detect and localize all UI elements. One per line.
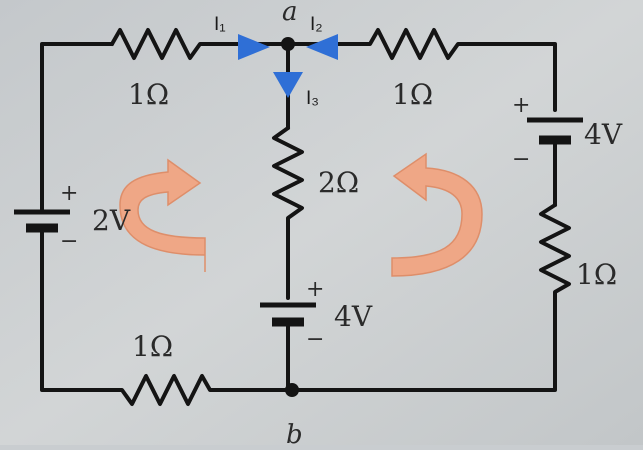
minus-middle: − bbox=[306, 327, 324, 352]
label-v-left: 2V bbox=[92, 204, 131, 237]
node-b-dot bbox=[285, 383, 299, 397]
left-loop-arrow bbox=[119, 158, 206, 272]
node-a-dot bbox=[281, 37, 295, 51]
label-r-bottom-left: 1Ω bbox=[132, 330, 173, 363]
plus-right: + bbox=[512, 93, 530, 118]
resistor-bottom-left bbox=[40, 316, 294, 406]
minus-right: − bbox=[512, 147, 530, 172]
label-r-top-right: 1Ω bbox=[392, 78, 433, 111]
current-arrow-i2 bbox=[306, 34, 338, 60]
plus-left: + bbox=[60, 181, 78, 206]
label-v-middle: 4V bbox=[334, 300, 373, 333]
wire-left-top bbox=[40, 42, 114, 320]
node-b-label: b bbox=[286, 420, 303, 445]
current-label-i3: I₃ bbox=[306, 88, 319, 109]
right-loop-arrow bbox=[391, 152, 483, 277]
label-r-top-left: 1Ω bbox=[128, 78, 169, 111]
resistor-middle bbox=[272, 126, 304, 300]
node-a-label: a bbox=[282, 0, 298, 27]
current-arrow-i1 bbox=[238, 34, 270, 60]
plus-middle: + bbox=[306, 277, 324, 302]
current-label-i1: I₁ bbox=[214, 14, 226, 35]
current-label-i2: I₂ bbox=[310, 14, 323, 35]
label-r-middle: 2Ω bbox=[318, 166, 359, 199]
resistor-right bbox=[290, 203, 571, 392]
label-v-right: 4V bbox=[584, 118, 623, 151]
minus-left: − bbox=[60, 229, 78, 254]
label-r-right: 1Ω bbox=[576, 258, 617, 291]
resistor-top-left bbox=[110, 28, 290, 60]
resistor-top-right bbox=[286, 28, 557, 112]
current-arrow-i3 bbox=[273, 72, 303, 98]
